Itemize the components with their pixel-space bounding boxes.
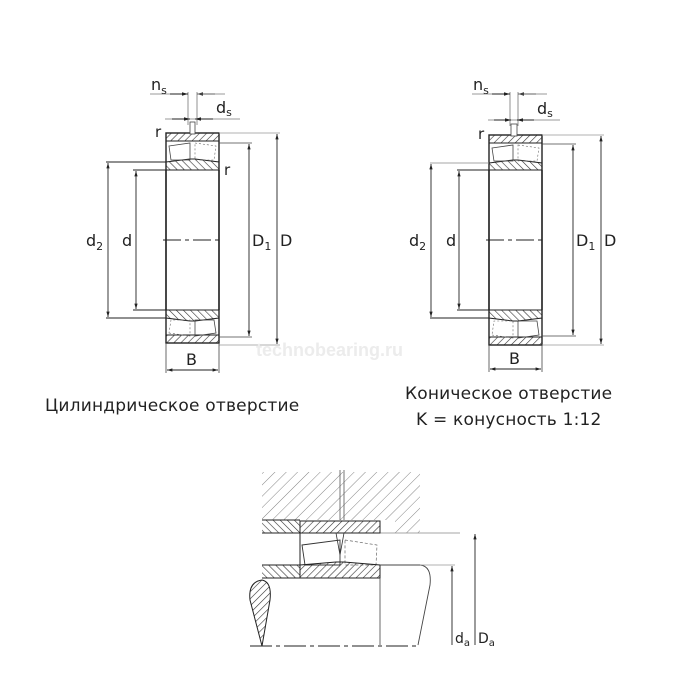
label-d2: d2 (409, 231, 426, 253)
label-D1: D1 (576, 231, 595, 253)
caption-cylindrical: Цилиндрическое отверстие (45, 396, 300, 416)
label-ds: ds (537, 99, 553, 120)
tapered-bore-diagram: ns ds r d2 d D1 D B (409, 75, 616, 372)
caption-taper-ratio: K = конусность 1:12 (416, 410, 602, 430)
mounting-diagram: da Da (249, 470, 495, 649)
label-da: da (455, 631, 470, 649)
label-r-side: r (224, 161, 231, 179)
cylindrical-bore-diagram: ns ds r r d2 d D1 D B (86, 75, 292, 373)
label-d: d (122, 231, 132, 250)
label-D: D (604, 231, 616, 250)
label-r-top: r (155, 123, 162, 141)
label-d2: d2 (86, 231, 103, 253)
label-D: D (280, 231, 292, 250)
caption-tapered: Коническое отверстие (405, 384, 613, 404)
label-d: d (446, 231, 456, 250)
watermark: technobearing.ru (256, 340, 404, 360)
label-B: B (186, 350, 197, 369)
label-ns: ns (473, 75, 489, 97)
label-B: B (509, 349, 520, 368)
label-ns: ns (151, 75, 167, 97)
label-r-top: r (478, 125, 485, 143)
label-D1: D1 (252, 231, 271, 253)
label-Da: Da (478, 631, 495, 649)
label-ds: ds (216, 98, 232, 119)
